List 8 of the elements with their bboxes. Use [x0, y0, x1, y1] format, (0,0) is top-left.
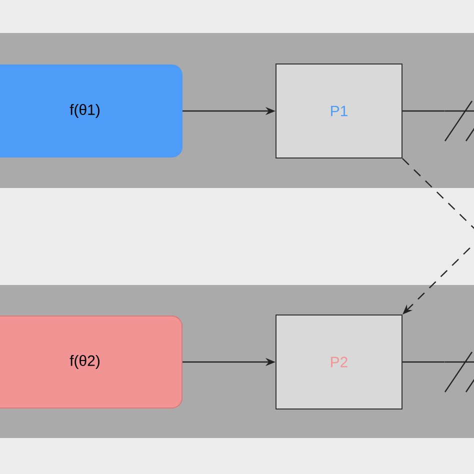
connector [402, 110, 445, 112]
function-box: f(θ1) [0, 64, 182, 158]
function-box: f(θ2) [0, 316, 182, 408]
break-mark [444, 351, 474, 393]
process-box: P1 [276, 64, 402, 158]
break-mark [444, 100, 474, 142]
connector [402, 361, 445, 363]
process-box: P2 [276, 314, 402, 410]
